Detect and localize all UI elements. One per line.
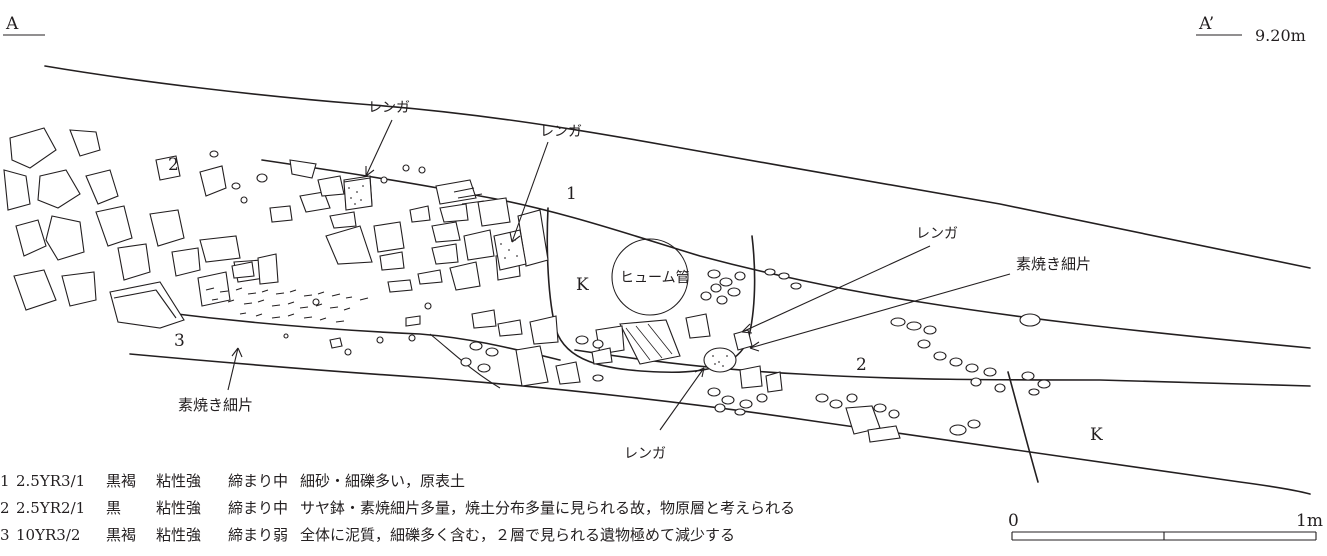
legend-viscosity: 粘性強 — [156, 526, 202, 544]
label-sue-fragments-right: 素焼き細片 — [1016, 255, 1091, 273]
legend-row-2: 2 2.5YR2/1 黒 粘性強 締まり中サヤ鉢・素焼細片多量，焼土分布多量に見られる故… — [0, 495, 1000, 522]
label-sue-fragments-left: 素焼き細片 — [178, 396, 253, 414]
legend-note: サヤ鉢・素焼細片多量，焼土分布多量に見られる故，物原層と考えられる — [300, 499, 796, 517]
intrusion-k-right-boundary — [1007, 371, 1039, 483]
legend-munsell-code: 2.5YR2/1 — [16, 499, 86, 517]
label-renga-top-left: レンガ — [368, 100, 410, 116]
label-layer-3: 3 — [174, 331, 185, 351]
label-renga-top-center: レンガ — [540, 124, 582, 140]
legend-compaction: 締まり弱 — [228, 526, 289, 544]
fine-sherd-scatter — [205, 187, 485, 323]
layer-2-right-boundary — [574, 349, 1311, 387]
label-layer-2-right: 2 — [856, 355, 867, 375]
elevation-label: 9.20m — [1255, 26, 1306, 45]
label-layer-2-left: 2 — [168, 155, 179, 175]
scale-end-label: 1m — [1296, 511, 1323, 531]
hume-pipe — [611, 238, 689, 316]
legend-soil-color: 黒 — [106, 499, 122, 517]
layer-2-3-boundary — [159, 311, 561, 361]
section-point-a-label: A — [5, 14, 19, 34]
stone-scatter-layer-2 — [199, 150, 549, 356]
section-bottom-line — [129, 353, 1311, 495]
legend-soil-color: 黒褐 — [106, 472, 137, 490]
legend-note: 全体に泥質，細礫多く含む，２層で見られる遺物極めて減少する — [300, 526, 736, 544]
stone-cluster-right — [815, 313, 1051, 443]
stone-cluster-pipe — [700, 268, 802, 305]
ground-surface-line — [44, 65, 1311, 269]
brick-fragments — [343, 177, 753, 373]
label-layer-1: 1 — [566, 184, 577, 204]
legend-munsell-code: 2.5YR3/1 — [16, 472, 86, 490]
label-intrusion-k-center: K — [576, 275, 589, 295]
label-renga-right: レンガ — [916, 226, 958, 242]
saya-pot-fragments — [575, 313, 711, 365]
stone-cluster-center — [460, 309, 783, 416]
legend-layer-number: 3 — [0, 526, 10, 544]
scale-start-label: 0 — [1008, 511, 1019, 531]
legend-note: 細砂・細礫多い，原表土 — [300, 472, 466, 490]
legend-row-3: 3 10YR3/2 黒褐 粘性強 締まり弱全体に泥質，細礫多く含む，２層で見られる遺物極… — [0, 522, 1000, 549]
legend-compaction: 締まり中 — [228, 472, 289, 490]
legend-viscosity: 粘性強 — [156, 499, 202, 517]
scale-bar: 0 1m — [1008, 511, 1323, 541]
label-intrusion-k-right: K — [1090, 425, 1103, 445]
legend-compaction: 締まり中 — [228, 499, 289, 517]
legend-viscosity: 粘性強 — [156, 472, 202, 490]
sherd-cluster-left — [3, 127, 265, 329]
label-renga-bottom: レンガ — [624, 446, 666, 462]
layer-1-lower-boundary — [261, 159, 1311, 349]
hume-pipe-label: ヒューム管 — [620, 270, 690, 286]
legend-layer-number: 2 — [0, 499, 10, 517]
leader-arrows — [227, 119, 1011, 431]
legend-row-1: 1 2.5YR3/1 黒褐 粘性強 締まり中細砂・細礫多い，原表土 — [0, 468, 1000, 495]
legend-munsell-code: 10YR3/2 — [16, 526, 81, 544]
legend-layer-number: 1 — [0, 472, 10, 490]
intrusion-k-left-boundary — [546, 207, 756, 374]
legend-soil-color: 黒褐 — [106, 526, 137, 544]
section-point-a-prime-label: A’ — [1198, 14, 1214, 34]
